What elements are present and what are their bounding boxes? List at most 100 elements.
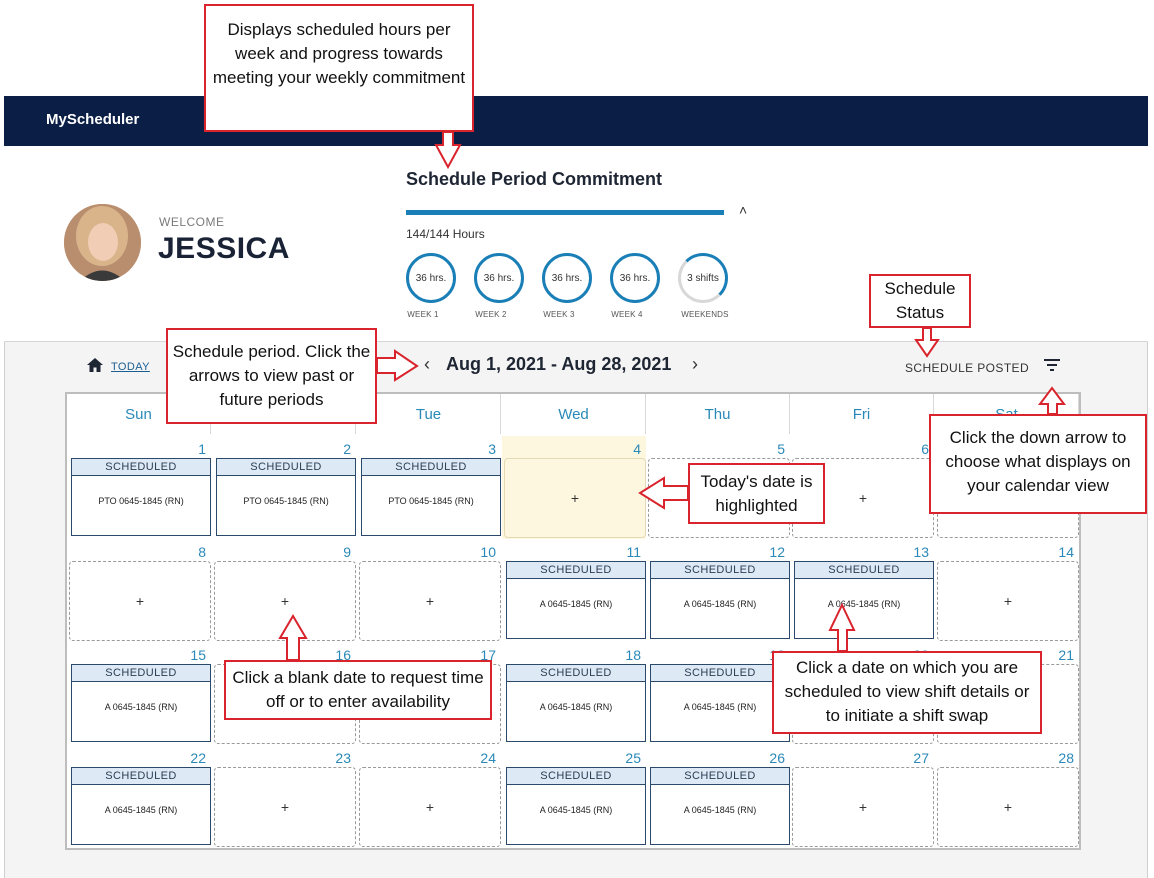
blank-date-add-button[interactable]: + xyxy=(504,458,646,538)
date-number: 8 xyxy=(198,544,206,560)
date-number: 10 xyxy=(480,544,496,560)
callout-commitment: Displays scheduled hours per week and pr… xyxy=(204,4,474,132)
shift-text: A 0645-1845 (RN) xyxy=(104,702,178,712)
top-navbar: MyScheduler xyxy=(4,96,1148,146)
blank-date-add-button[interactable]: + xyxy=(214,767,356,847)
date-number: 13 xyxy=(913,544,929,560)
weekends-ring: 3 shifts xyxy=(678,253,728,303)
calendar-day-cell[interactable]: 27+ xyxy=(790,745,934,848)
blank-date-add-button[interactable]: + xyxy=(937,767,1079,847)
callout-status: Schedule Status xyxy=(869,274,971,328)
chevron-right-icon[interactable]: › xyxy=(692,354,698,374)
date-number: 1 xyxy=(198,441,206,457)
home-icon[interactable] xyxy=(86,357,104,373)
week-4-ring: 36 hrs. xyxy=(610,253,660,303)
scheduled-label: SCHEDULED xyxy=(507,768,645,785)
shift-text: A 0645-1845 (RN) xyxy=(539,805,613,815)
callout-filter: Click the down arrow to choose what disp… xyxy=(929,414,1147,514)
today-link[interactable]: TODAY xyxy=(111,361,150,373)
avatar xyxy=(64,204,141,281)
filter-icon[interactable] xyxy=(1043,358,1061,372)
scheduled-label: SCHEDULED xyxy=(795,562,933,579)
calendar-day-cell[interactable]: 19SCHEDULEDA 0645-1845 (RN) xyxy=(646,642,790,745)
date-number: 28 xyxy=(1058,750,1074,766)
commitment-title: Schedule Period Commitment xyxy=(406,169,663,189)
date-number: 27 xyxy=(913,750,929,766)
shift-text: A 0645-1845 (RN) xyxy=(683,599,757,609)
commitment-progress-bar xyxy=(406,210,724,215)
date-number: 12 xyxy=(769,544,785,560)
blank-date-add-button[interactable]: + xyxy=(69,561,211,641)
user-name: JESSICA xyxy=(158,232,290,265)
shift-text: A 0645-1845 (RN) xyxy=(539,702,613,712)
week-1-label: WEEK 1 xyxy=(407,310,439,319)
date-number: 15 xyxy=(190,647,206,663)
chevron-left-icon[interactable]: ‹ xyxy=(424,354,430,374)
week-4-label: WEEK 4 xyxy=(611,310,643,319)
date-number: 14 xyxy=(1058,544,1074,560)
shift-text: A 0645-1845 (RN) xyxy=(539,599,613,609)
scheduled-shift-card[interactable]: SCHEDULED A 0645-1845 (RN) xyxy=(794,561,934,639)
week-3-ring: 36 hrs. xyxy=(542,253,592,303)
date-number: 17 xyxy=(480,647,496,663)
blank-date-add-button[interactable]: + xyxy=(359,767,501,847)
scheduled-label: SCHEDULED xyxy=(507,562,645,579)
blank-date-add-button[interactable]: + xyxy=(214,561,356,641)
calendar-day-cell[interactable]: 4+ xyxy=(502,436,646,539)
shift-text: PTO 0645-1845 (RN) xyxy=(388,496,474,506)
calendar-day-cell[interactable]: 9+ xyxy=(212,539,356,642)
shift-text: A 0645-1845 (RN) xyxy=(827,599,901,609)
date-number: 11 xyxy=(626,544,641,560)
blank-date-add-button[interactable]: + xyxy=(792,767,934,847)
blank-date-add-button[interactable]: + xyxy=(359,561,501,641)
blank-date-add-button[interactable]: + xyxy=(937,561,1079,641)
shift-text: A 0645-1845 (RN) xyxy=(683,805,757,815)
day-header-fri: Fri xyxy=(790,394,934,434)
calendar-day-cell[interactable]: 28+ xyxy=(935,745,1079,848)
week-3-label: WEEK 3 xyxy=(543,310,575,319)
day-header-thu: Thu xyxy=(646,394,790,434)
welcome-greeting: WELCOME xyxy=(159,215,225,229)
scheduled-label: SCHEDULED xyxy=(651,562,789,579)
calendar-day-cell[interactable]: 14+ xyxy=(935,539,1079,642)
calendar-day-cell[interactable]: 10+ xyxy=(357,539,501,642)
date-number: 6 xyxy=(921,441,929,457)
scheduled-shift-card[interactable]: SCHEDULED A 0645-1845 (RN) xyxy=(506,767,646,845)
shift-text: A 0645-1845 (RN) xyxy=(683,702,757,712)
calendar-day-cell[interactable]: 8+ xyxy=(67,539,211,642)
calendar-day-cell[interactable]: 24+ xyxy=(357,745,501,848)
date-number: 18 xyxy=(625,647,641,663)
chevron-up-icon[interactable]: ˄ xyxy=(739,202,748,218)
scheduled-shift-card[interactable]: SCHEDULED A 0645-1845 (RN) xyxy=(650,664,790,742)
today-highlight xyxy=(502,436,646,539)
scheduled-label: SCHEDULED xyxy=(651,665,789,682)
week-2-label: WEEK 2 xyxy=(475,310,507,319)
commitment-hours: 144/144 Hours xyxy=(406,227,485,241)
scheduled-shift-card[interactable]: SCHEDULED A 0645-1845 (RN) xyxy=(650,561,790,639)
calendar-day-cell[interactable]: 23+ xyxy=(212,745,356,848)
week-2-ring: 36 hrs. xyxy=(474,253,524,303)
date-number: 25 xyxy=(625,750,641,766)
scheduled-shift-card[interactable]: SCHEDULED A 0645-1845 (RN) xyxy=(506,561,646,639)
app-brand[interactable]: MyScheduler xyxy=(46,111,140,128)
date-number: 4 xyxy=(633,441,641,457)
